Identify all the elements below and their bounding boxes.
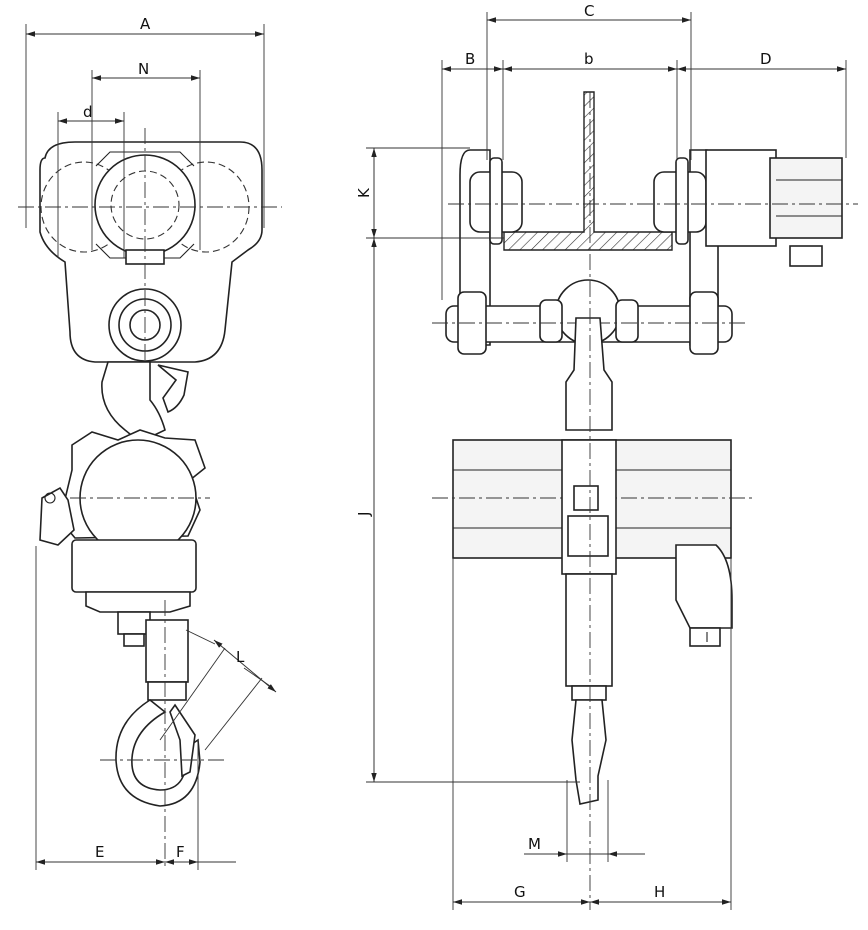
- dim-label-N: N: [138, 60, 149, 78]
- side-load-hook: [115, 699, 201, 807]
- front-view: C B b D K J M G H: [355, 2, 858, 910]
- side-suspension-hook: [101, 361, 166, 443]
- dim-label-C: C: [584, 2, 594, 20]
- side-view: A N d L E F: [18, 15, 282, 870]
- dim-label-H: H: [654, 883, 665, 901]
- dim-label-G: G: [514, 883, 526, 901]
- dim-label-F: F: [176, 843, 185, 861]
- side-hook-shank: [145, 619, 189, 683]
- dim-label-b: b: [584, 50, 594, 68]
- dim-label-D: D: [760, 50, 772, 68]
- dim-label-d: d: [83, 103, 93, 121]
- dim-line-L: [213, 639, 277, 693]
- beam-section: [503, 91, 673, 251]
- front-motor: [769, 157, 843, 239]
- front-hook-block: [565, 573, 613, 687]
- side-gearbox: [71, 539, 197, 593]
- front-hanger: [565, 317, 613, 431]
- front-gear-drive: [705, 149, 777, 247]
- dim-label-A: A: [140, 15, 151, 33]
- dim-label-J: J: [355, 512, 373, 517]
- dim-label-L: L: [236, 648, 245, 666]
- front-load-hook: [571, 699, 607, 805]
- front-control-box: [675, 544, 733, 629]
- dim-label-E: E: [95, 843, 104, 861]
- dim-label-M: M: [528, 835, 541, 853]
- dim-label-B: B: [465, 50, 475, 68]
- dim-label-K: K: [355, 187, 373, 198]
